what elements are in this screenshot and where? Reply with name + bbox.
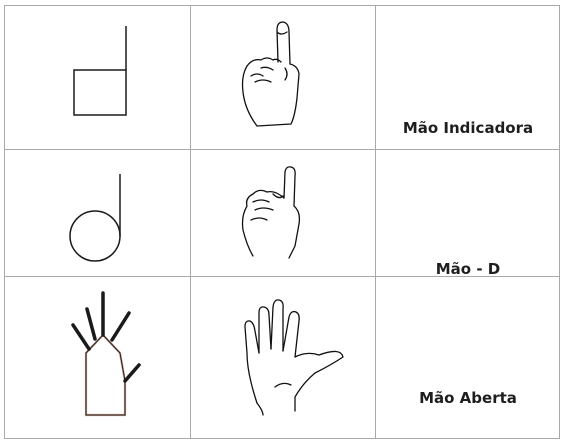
row-divider xyxy=(4,276,560,277)
row-2-label-cell: Mão - D xyxy=(376,150,560,276)
row-1-symbol-cell xyxy=(5,6,190,149)
open-hand-illustration xyxy=(244,299,344,416)
row-3-illustration-cell xyxy=(191,277,375,438)
column-divider xyxy=(375,5,376,439)
row-3-label-cell: Mão Aberta xyxy=(376,277,560,438)
row-divider xyxy=(4,149,560,150)
handshape-label: Mão - D xyxy=(435,260,501,276)
row-1-illustration-cell xyxy=(191,6,375,149)
open-hand-symbol xyxy=(71,291,141,417)
handshape-table xyxy=(4,5,560,439)
row-1-label-cell: Mão Indicadora xyxy=(376,6,560,149)
row-2-symbol-cell xyxy=(5,150,190,276)
handshape-label: Mão Indicadora xyxy=(402,119,534,137)
column-divider xyxy=(190,5,191,439)
row-2-illustration-cell xyxy=(191,150,375,276)
hand-d-symbol xyxy=(69,174,121,262)
closed-hand-index-symbol xyxy=(73,26,127,116)
handshape-label: Mão Aberta xyxy=(419,389,517,407)
row-3-symbol-cell xyxy=(5,277,190,438)
index-finger-hand-illustration xyxy=(241,21,300,127)
hand-d-shape-illustration xyxy=(241,166,301,259)
